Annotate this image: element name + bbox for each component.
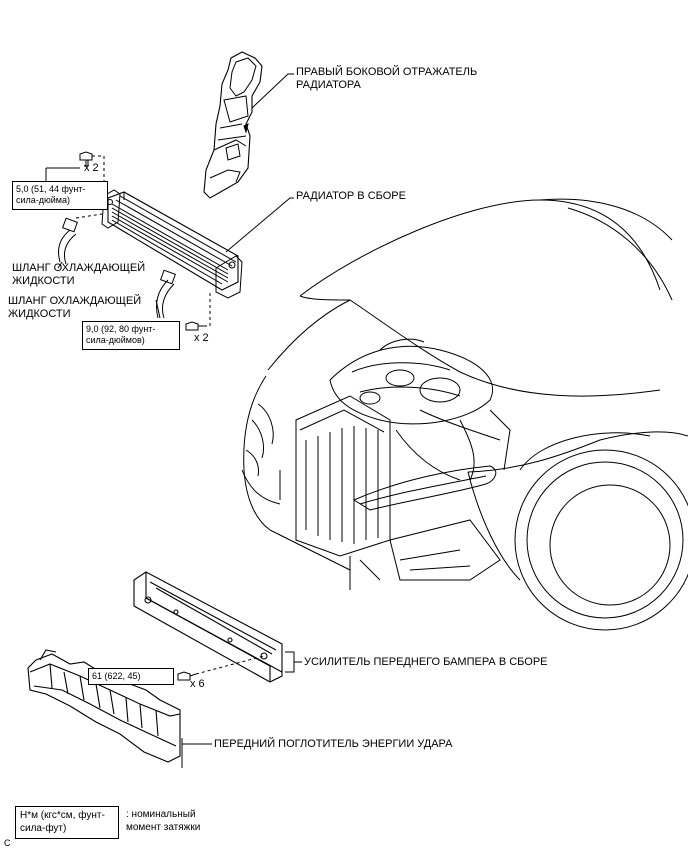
bumper-bolt-part (177, 671, 197, 681)
upper-bolt-quantity: x 2 (84, 162, 99, 174)
coolant-hose-label-2: ШЛАНГ ОХЛАЖДАЮЩЕЙ ЖИДКОСТИ (8, 295, 142, 320)
bumper-reinforcement-part (133, 571, 283, 683)
leader-lines (45, 73, 302, 768)
coolant-hose-upper-part (57, 217, 78, 265)
bumper-bolt-quantity: x 6 (190, 678, 205, 690)
lower-bolt-part (185, 321, 204, 331)
coolant-hose-label-1: ШЛАНГ ОХЛАЖДАЮЩЕЙ ЖИДКОСТИ (12, 262, 146, 287)
energy-absorber-label: ПЕРЕДНИЙ ПОГЛОТИТЕЛЬ ЭНЕРГИИ УДАРА (214, 738, 453, 750)
vehicle-body-drawing (241, 198, 688, 631)
right-side-deflector-label: ПРАВЫЙ БОКОВОЙ ОТРАЖАТЕЛЬ РАДИАТОРА (296, 66, 478, 91)
energy-absorber-part (27, 649, 181, 763)
lower-bolt-quantity: x 2 (194, 332, 209, 344)
upper-bolt-part (79, 151, 93, 167)
figure-code: C (4, 838, 11, 848)
lower-bolt-torque-box: 9,0 (92, 80 фунт- сила-дюймов) (82, 321, 180, 350)
legend-unit-box: Н*м (кгс*см, фунт- сила-фут) (15, 806, 119, 839)
legend-description: : номинальный момент затяжки (126, 809, 201, 833)
bumper-bolt-torque-box: 61 (622, 45) (88, 668, 174, 685)
bumper-reinforcement-label: УСИЛИТЕЛЬ ПЕРЕДНЕГО БАМПЕРА В СБОРЕ (304, 656, 548, 668)
coolant-hose-lower-part (155, 269, 176, 319)
radiator-assy-label: РАДИАТОР В СБОРЕ (296, 190, 406, 202)
radiator-core-part (101, 189, 243, 299)
radiator-side-deflector-part (203, 51, 263, 199)
upper-bolt-torque-box: 5,0 (51, 44 фунт- сила-дюйма) (12, 181, 108, 210)
